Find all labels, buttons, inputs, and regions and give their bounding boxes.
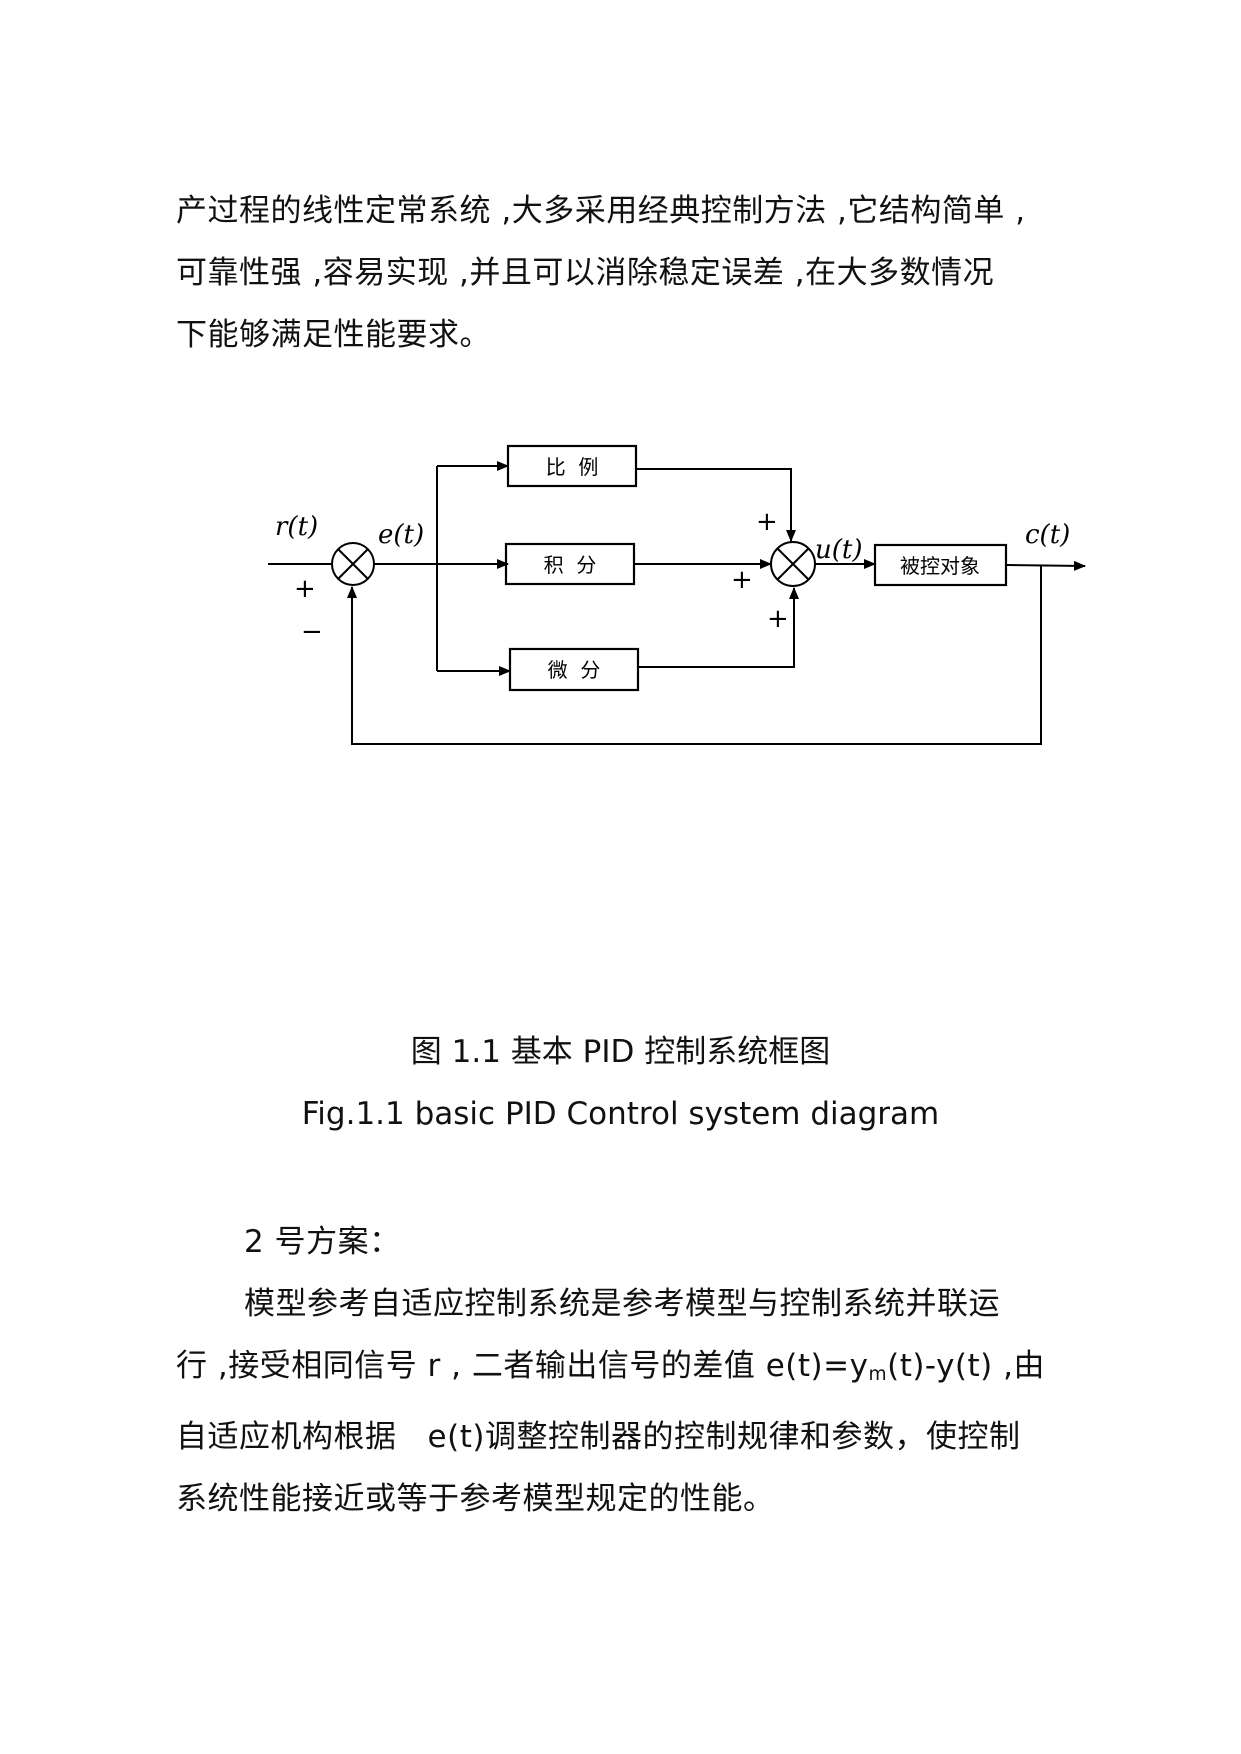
feedback-path — [347, 566, 1042, 745]
error-summing-junction — [331, 542, 375, 586]
integral-label: 积 分 — [544, 553, 597, 577]
minus-sign-feedback: − — [301, 617, 323, 647]
output-signal-label: c(t) — [1025, 520, 1070, 550]
plus-sign-derivative: + — [767, 604, 789, 634]
plus-sign-input: + — [294, 574, 316, 604]
scheme2-line-2-subscript: m — [868, 1364, 888, 1385]
scheme2-paragraph: 2 号方案： 模型参考自适应控制系统是参考模型与控制系统并联运 行 ,接受相同信… — [176, 1211, 1076, 1530]
scheme2-line-3: 自适应机构根据 e(t)调整控制器的控制规律和参数，使控制 — [176, 1419, 1021, 1455]
controller-summing-junction — [770, 541, 816, 587]
proportional-label: 比 例 — [546, 455, 599, 479]
plus-sign-proportional: + — [756, 507, 778, 537]
intro-line-2: 可靠性强 ,容易实现 ,并且可以消除稳定误差 ,在大多数情况 — [176, 255, 995, 291]
derivative-label: 微 分 — [548, 658, 601, 682]
pid-block-diagram: 比 例 积 分 微 分 被控对象 r(t) e(t) u(t) c(t) + −… — [268, 444, 1086, 745]
input-signal-label: r(t) — [275, 512, 318, 542]
control-signal-label: u(t) — [815, 535, 862, 565]
error-signal-label: e(t) — [378, 520, 424, 550]
figure-caption-zh: 图 1.1 基本 PID 控制系统框图 — [410, 1034, 831, 1070]
proportional-block — [506, 444, 638, 488]
scheme2-line-4: 系统性能接近或等于参考模型规定的性能。 — [176, 1481, 775, 1517]
plus-sign-integral: + — [731, 565, 753, 595]
figure-caption-en: Fig.1.1 basic PID Control system diagram — [301, 1096, 940, 1132]
scheme2-line-1: 模型参考自适应控制系统是参考模型与控制系统并联运 — [244, 1286, 1000, 1322]
intro-paragraph: 产过程的线性定常系统 ,大多采用经典控制方法 ,它结构简单 , 可靠性强 ,容易… — [176, 180, 1076, 366]
scheme2-line-2-prefix: 行 ,接受相同信号 r , 二者输出信号的差值 e(t)=y — [176, 1348, 869, 1384]
derivative-block — [508, 647, 640, 692]
plant-label: 被控对象 — [900, 554, 980, 578]
intro-line-3: 下能够满足性能要求。 — [176, 317, 491, 353]
intro-line-1: 产过程的线性定常系统 ,大多采用经典控制方法 ,它结构简单 , — [176, 193, 1026, 229]
scheme2-line-2-suffix: (t)-y(t) ,由 — [887, 1348, 1045, 1384]
scheme2-line-2: 行 ,接受相同信号 r , 二者输出信号的差值 e(t)=ym(t)-y(t) … — [176, 1335, 1076, 1406]
scheme2-heading: 2 号方案： — [244, 1224, 401, 1260]
